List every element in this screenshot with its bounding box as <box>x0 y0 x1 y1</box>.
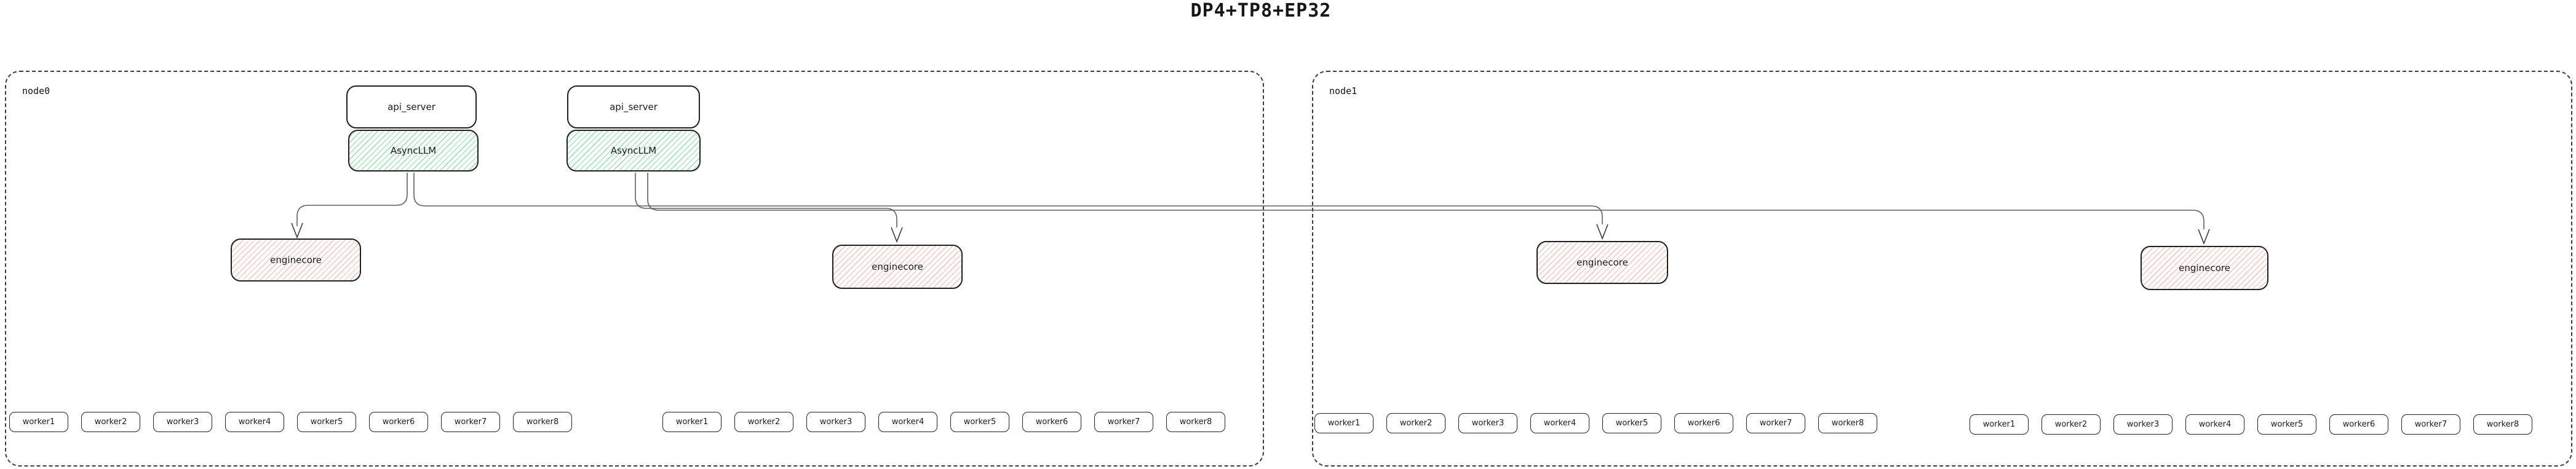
arrowhead-enginecore1 <box>291 223 303 239</box>
worker-box: worker5 <box>2257 414 2316 435</box>
worker-box: worker5 <box>1602 413 1661 433</box>
worker-box: worker1 <box>1970 414 2029 435</box>
arrowhead-enginecore4 <box>2198 229 2210 245</box>
edge-asyncllm1-enginecore3 <box>413 173 1603 224</box>
worker-box: worker6 <box>369 412 428 432</box>
worker-box: worker3 <box>1458 413 1517 433</box>
worker-box: worker5 <box>950 412 1009 432</box>
worker-box: worker8 <box>513 412 572 432</box>
worker-box: worker3 <box>2113 414 2173 435</box>
edge-asyncllm2-enginecore4 <box>647 173 2204 229</box>
worker-box: worker3 <box>153 412 212 432</box>
api-server-box-2: api_server <box>567 85 700 128</box>
arrowhead-enginecore3 <box>1596 224 1608 240</box>
worker-box: worker1 <box>1314 413 1373 433</box>
enginecore-box-node1-2: enginecore <box>2141 246 2268 290</box>
worker-box: worker3 <box>806 412 865 432</box>
api-server-box-1: api_server <box>346 85 477 128</box>
worker-box: worker6 <box>2329 414 2388 435</box>
worker-box: worker6 <box>1674 413 1733 433</box>
enginecore-box-node1-1: enginecore <box>1536 241 1668 284</box>
node0-label: node0 <box>22 85 50 97</box>
node0-container: node0 <box>5 71 1264 467</box>
arrowhead-enginecore2 <box>891 227 903 243</box>
worker-box: worker7 <box>1746 413 1805 433</box>
asyncllm-box-1: AsyncLLM <box>348 130 479 171</box>
worker-box: worker8 <box>1818 413 1877 433</box>
node1-label: node1 <box>1329 85 1358 97</box>
worker-box: worker6 <box>1022 412 1081 432</box>
enginecore-box-node0-2: enginecore <box>832 245 963 289</box>
worker-box: worker2 <box>734 412 793 432</box>
edge-asyncllm1-enginecore1 <box>296 173 408 226</box>
enginecore-box-node0-1: enginecore <box>231 238 361 282</box>
worker-box: worker4 <box>2185 414 2244 435</box>
worker-box: worker2 <box>1386 413 1445 433</box>
edge-asyncllm2-enginecore2 <box>635 173 897 227</box>
worker-box: worker4 <box>878 412 937 432</box>
worker-group-node0-1: worker1 worker2 worker3 worker4 worker5 worke… <box>9 412 572 432</box>
worker-box: worker5 <box>297 412 356 432</box>
worker-group-node0-2: worker1 worker2 worker3 worker4 worker5 worke… <box>662 412 1225 432</box>
worker-group-node1-2: worker1 worker2 worker3 worker4 worker5 worke… <box>1970 414 2532 435</box>
diagram-title: DP4+TP8+EP32 <box>1190 0 1332 22</box>
worker-box: worker2 <box>2041 414 2101 435</box>
worker-box: worker1 <box>662 412 722 432</box>
worker-box: worker4 <box>1530 413 1589 433</box>
node1-container: node1 <box>1312 71 2572 467</box>
worker-group-node1-1: worker1 worker2 worker3 worker4 worker5 worke… <box>1314 413 1877 433</box>
worker-box: worker8 <box>2473 414 2532 435</box>
worker-box: worker2 <box>81 412 140 432</box>
worker-box: worker7 <box>1094 412 1153 432</box>
worker-box: worker4 <box>225 412 284 432</box>
worker-box: worker7 <box>441 412 500 432</box>
worker-box: worker7 <box>2401 414 2460 435</box>
worker-box: worker8 <box>1166 412 1225 432</box>
worker-box: worker1 <box>9 412 68 432</box>
asyncllm-box-2: AsyncLLM <box>566 130 701 171</box>
